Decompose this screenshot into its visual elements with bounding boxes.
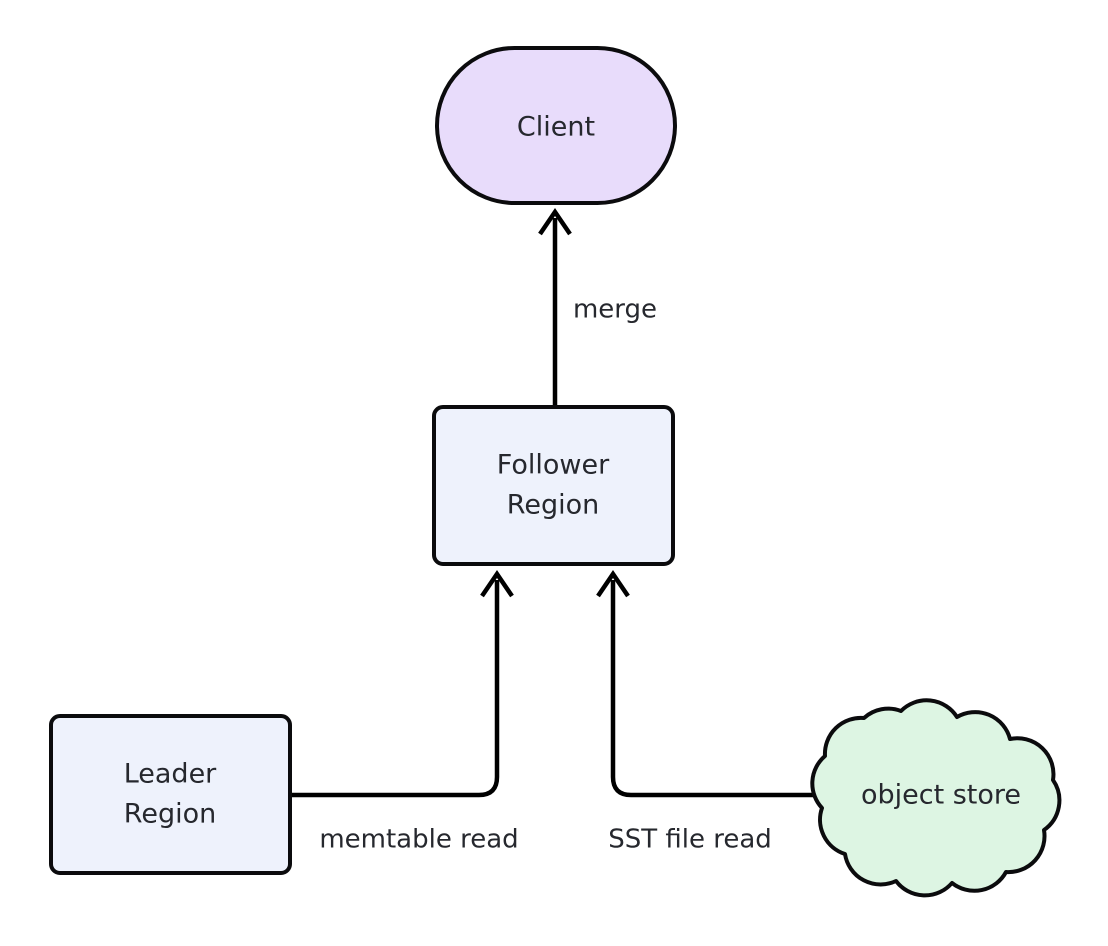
arrowhead-memtable-read-icon	[480, 570, 514, 598]
edge-merge[interactable]: merge	[538, 208, 657, 407]
edge-sst-file-read[interactable]: SST file read	[596, 570, 822, 855]
follower-region-node-icon	[432, 405, 675, 566]
node-client[interactable]: Client	[435, 46, 677, 205]
node-label-client: Client	[517, 112, 595, 143]
edge-memtable-read-line	[291, 580, 500, 798]
node-label-follower-region-line2: Region	[507, 490, 599, 521]
node-label-leader-region-line1: Leader	[124, 759, 217, 790]
node-follower-region[interactable]: Follower Region	[432, 405, 675, 566]
edge-sst-file-read-line	[610, 580, 822, 798]
client-node-icon	[435, 46, 677, 205]
node-leader-region[interactable]: Leader Region	[49, 714, 292, 875]
node-object-store[interactable]: object store	[810, 698, 1062, 898]
arrowhead-to-client-icon	[538, 208, 572, 236]
edge-label-merge: merge	[573, 295, 657, 325]
node-label-follower-region-line1: Follower	[497, 450, 610, 481]
edge-memtable-read[interactable]: memtable read	[291, 570, 519, 855]
edge-label-memtable-read: memtable read	[319, 825, 518, 855]
node-label-leader-region-line2: Region	[124, 799, 216, 830]
leader-region-node-icon	[49, 714, 292, 875]
edge-label-sst-file-read: SST file read	[608, 825, 772, 855]
node-label-object-store: object store	[861, 780, 1021, 811]
arrowhead-sst-file-read-icon	[596, 570, 630, 598]
cloud-node-icon	[810, 698, 1062, 898]
